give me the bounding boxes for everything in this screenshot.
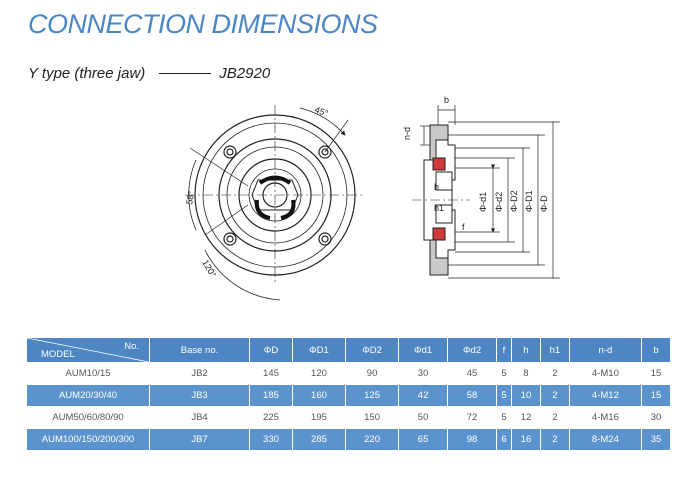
col-header: ΦD1 xyxy=(292,338,346,362)
cell: 10 xyxy=(511,385,540,406)
cell: 8 xyxy=(511,363,540,384)
angle-45-label: 45° xyxy=(313,104,330,118)
table-row: AUM20/30/40 JB3 185 160 125 42 58 5 10 2… xyxy=(27,385,670,406)
table-row: AUM10/15 JB2 145 120 90 30 45 5 8 2 4-M1… xyxy=(27,363,670,384)
cell: 4-M10 xyxy=(569,363,641,384)
cell: 4-M12 xyxy=(569,385,641,406)
cell: 58 xyxy=(448,385,496,406)
cell: 8-M24 xyxy=(569,429,641,450)
dim-nd-label: n-d xyxy=(402,127,412,140)
cell: 35 xyxy=(641,429,670,450)
cell: 6 xyxy=(497,429,511,450)
cell-model: AUM100/150/200/300 xyxy=(27,429,149,450)
cell: 5 xyxy=(497,385,511,406)
cell: 15 xyxy=(641,363,670,384)
cell: 145 xyxy=(250,363,292,384)
cell: 12 xyxy=(511,407,540,428)
angle-58-label: 58° xyxy=(184,190,196,206)
cell-model: AUM50/60/80/90 xyxy=(27,407,149,428)
cell: 120 xyxy=(292,363,346,384)
cell: JB7 xyxy=(150,429,250,450)
cell: 2 xyxy=(540,407,569,428)
cell: 220 xyxy=(346,429,399,450)
dim-d2-label: Φ-d2 xyxy=(494,192,504,212)
cell-model: AUM10/15 xyxy=(27,363,149,384)
cell: 185 xyxy=(250,385,292,406)
side-section-view xyxy=(412,105,560,279)
standard-code: JB2920 xyxy=(219,65,271,82)
cell-model: AUM20/30/40 xyxy=(27,385,149,406)
technical-drawing: 45° 58° 120° b n-d h h1 xyxy=(184,95,560,301)
col-header: n-d xyxy=(569,338,641,362)
corner-no-label: No. xyxy=(124,341,139,352)
cell: 330 xyxy=(250,429,292,450)
dim-h1-label: h1 xyxy=(434,203,444,213)
cell: 30 xyxy=(399,363,448,384)
front-view xyxy=(185,105,365,301)
dim-f-label: f xyxy=(462,222,465,232)
leader-dash xyxy=(159,73,212,74)
angle-120-label: 120° xyxy=(200,258,218,279)
cell: 16 xyxy=(511,429,540,450)
cell: JB2 xyxy=(150,363,250,384)
col-header: ΦD xyxy=(250,338,292,362)
type-line: Y type (three jaw) JB2920 xyxy=(28,65,270,82)
col-header: f xyxy=(497,338,511,362)
cell: 15 xyxy=(641,385,670,406)
col-header: h xyxy=(511,338,540,362)
cell: 72 xyxy=(448,407,496,428)
cell: 90 xyxy=(346,363,399,384)
table-header-row: No. MODEL Base no. ΦD ΦD1 ΦD2 Φd1 Φd2 f … xyxy=(27,338,670,362)
cell: 160 xyxy=(292,385,346,406)
dim-d1-label: Φ-d1 xyxy=(478,192,488,212)
col-header: Base no. xyxy=(150,338,250,362)
col-header: ΦD2 xyxy=(346,338,399,362)
cell: 98 xyxy=(448,429,496,450)
col-header: h1 xyxy=(540,338,569,362)
dim-h-label: h xyxy=(434,182,439,192)
table-row: AUM100/150/200/300 JB7 330 285 220 65 98… xyxy=(27,429,670,450)
dim-D2-label: Φ-D2 xyxy=(509,190,519,212)
cell: JB4 xyxy=(150,407,250,428)
cell: 285 xyxy=(292,429,346,450)
dimensions-table: No. MODEL Base no. ΦD ΦD1 ΦD2 Φd1 Φd2 f … xyxy=(26,337,671,451)
cell: 45 xyxy=(448,363,496,384)
page-title: CONNECTION DIMENSIONS xyxy=(28,9,378,39)
dim-D-label: Φ-D xyxy=(539,195,549,212)
col-header: Φd2 xyxy=(448,338,496,362)
col-header: Φd1 xyxy=(399,338,448,362)
cell: 2 xyxy=(540,429,569,450)
cell: JB3 xyxy=(150,385,250,406)
table-row: AUM50/60/80/90 JB4 225 195 150 50 72 5 1… xyxy=(27,407,670,428)
cell: 2 xyxy=(540,363,569,384)
cell: 150 xyxy=(346,407,399,428)
dim-b-label: b xyxy=(444,95,449,105)
dim-D1-label: Φ-D1 xyxy=(524,190,534,212)
cell: 50 xyxy=(399,407,448,428)
col-header: b xyxy=(641,338,670,362)
cell: 42 xyxy=(399,385,448,406)
cell: 65 xyxy=(399,429,448,450)
model-corner-header: No. MODEL xyxy=(27,338,149,362)
cell: 4-M16 xyxy=(569,407,641,428)
cell: 195 xyxy=(292,407,346,428)
cell: 225 xyxy=(250,407,292,428)
cell: 2 xyxy=(540,385,569,406)
cell: 30 xyxy=(641,407,670,428)
cell: 5 xyxy=(497,407,511,428)
type-label: Y type (three jaw) xyxy=(28,65,146,82)
cell: 5 xyxy=(497,363,511,384)
corner-model-label: MODEL xyxy=(41,349,75,360)
cell: 125 xyxy=(346,385,399,406)
corner-diagonal xyxy=(27,338,149,362)
